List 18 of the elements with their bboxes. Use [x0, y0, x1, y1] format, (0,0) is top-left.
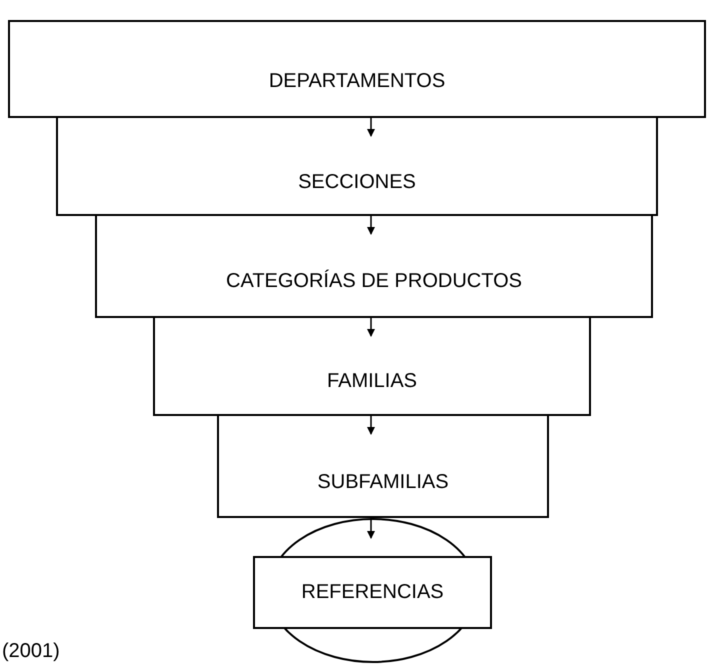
level-box	[56, 116, 658, 216]
arrow	[367, 317, 375, 337]
arrow	[367, 415, 375, 435]
level-label: SECCIONES	[298, 170, 416, 194]
level-box	[217, 414, 549, 518]
level-label: CATEGORÍAS DE PRODUCTOS	[226, 270, 522, 292]
level-label: DEPARTAMENTOS	[268, 70, 446, 92]
year-note: (2001)	[2, 640, 60, 663]
level-label: REFERENCIAS	[301, 581, 444, 604]
level-box	[95, 214, 653, 318]
arrow	[367, 117, 375, 137]
arrow	[367, 517, 375, 539]
level-box	[253, 556, 492, 629]
level-label: SUBFAMILIAS	[317, 470, 449, 494]
level-label: FAMILIAS	[326, 370, 418, 392]
level-box	[8, 20, 706, 118]
arrow	[367, 215, 375, 235]
level-box	[153, 316, 591, 416]
